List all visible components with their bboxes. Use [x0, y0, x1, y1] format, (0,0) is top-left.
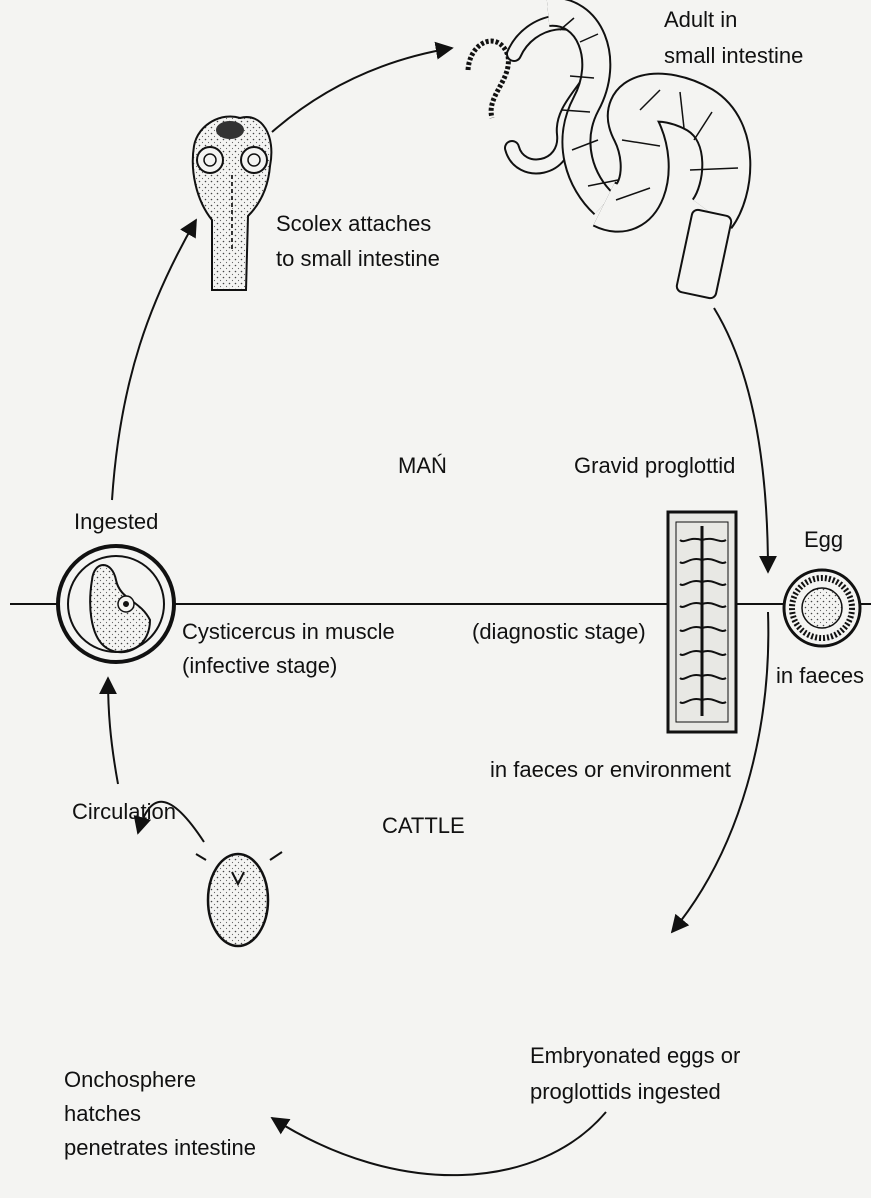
arrow-onchosphere-to-circulation — [130, 832, 206, 892]
cysticercus-label-line2: (infective stage) — [182, 652, 337, 679]
gravid-proglottid-label: Gravid proglottid — [574, 452, 735, 479]
diagnostic-stage-label: (diagnostic stage) — [472, 618, 646, 645]
host-label-cattle: CATTLE — [382, 812, 465, 839]
onchosphere-illustration — [196, 852, 282, 946]
cysticercus-label-line1: Cysticercus in muscle — [182, 618, 395, 645]
arrow-circulation-to-cysticercus — [108, 678, 118, 784]
onchosphere-label-line1: Onchosphere — [64, 1066, 196, 1093]
circulation-label: Circulation — [72, 798, 176, 825]
gravid-proglottid-illustration — [668, 512, 736, 732]
host-label-man: MAŃ — [398, 452, 447, 479]
adult-label-line1: Adult in — [664, 6, 737, 33]
arrow-embryonated-to-onchosphere — [272, 1112, 606, 1175]
gravid-location-label: in faeces or environment — [490, 756, 731, 783]
arrow-ingested-to-scolex — [112, 220, 196, 500]
embryonated-label-line2: proglottids ingested — [530, 1078, 721, 1105]
cysticercus-illustration — [58, 546, 174, 662]
adult-label-line2: small intestine — [664, 42, 803, 69]
arrow-to-circulation — [138, 832, 206, 876]
egg-illustration — [784, 570, 860, 646]
egg-label: Egg — [804, 526, 843, 553]
onchosphere-label-line2: hatches — [64, 1100, 141, 1127]
onchosphere-label-line3: penetrates intestine — [64, 1134, 256, 1161]
scolex-label-line1: Scolex attaches — [276, 210, 431, 237]
scolex-label-line2: to small intestine — [276, 245, 440, 272]
scolex-illustration — [193, 116, 272, 290]
ingested-label: Ingested — [74, 508, 158, 535]
arrow-scolex-to-adult — [272, 48, 452, 132]
egg-location-label: in faeces — [776, 662, 864, 689]
embryonated-label-line1: Embryonated eggs or — [530, 1042, 740, 1069]
